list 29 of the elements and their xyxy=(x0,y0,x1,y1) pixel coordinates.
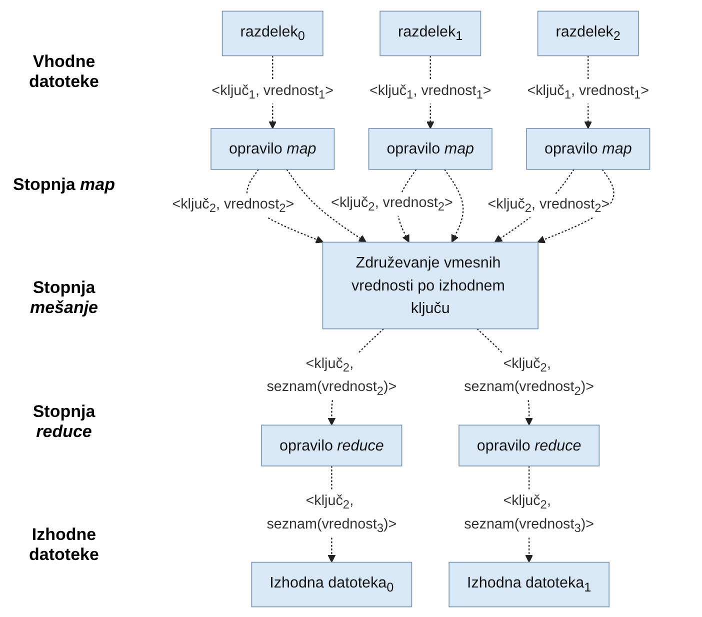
stage-label: Stopnja map xyxy=(12,175,116,196)
edge-label: <ključ$_{2}$, seznam(vrednost$_{2}$)> xyxy=(266,356,397,398)
node-box: Združevanje vmesnih vrednosti po izhodnem ključu xyxy=(322,241,538,329)
edge-label: <ključ$_{1}$, vrednost$_{1}$> xyxy=(369,82,492,101)
node-box: razdelek$_{2}$ xyxy=(537,10,639,56)
node-box: opravilo reduce xyxy=(458,424,600,466)
node-box: opravilo map xyxy=(210,128,335,170)
node-box: opravilo map xyxy=(368,128,492,170)
edge-label: <ključ$_{2}$, seznam(vrednost$_{2}$)> xyxy=(464,356,594,398)
arrow xyxy=(537,168,614,243)
arrow xyxy=(444,168,464,242)
node-box: opravilo reduce xyxy=(261,424,402,466)
edge-label: <ključ$_{2}$, seznam(vrednost$_{3}$)> xyxy=(464,492,594,534)
stage-label: Vhodne datoteke xyxy=(28,52,100,92)
stage-label: Izhodne datoteke xyxy=(28,525,100,566)
edge-label: <ključ$_{2}$, vrednost$_{2}$> xyxy=(488,196,610,214)
edge-label: <ključ$_{2}$, vrednost$_{2}$> xyxy=(172,196,294,214)
stage-label: Stopnja mešanje xyxy=(28,278,100,318)
edge-label: <ključ$_{1}$, vrednost$_{1}$> xyxy=(212,82,334,101)
edge-label: <ključ$_{2}$, vrednost$_{2}$> xyxy=(331,194,453,213)
node-box: Izhodna datoteka$_{1}$ xyxy=(448,561,610,607)
stage-label: Stopnja reduce xyxy=(32,402,96,442)
node-box: razdelek$_{0}$ xyxy=(222,10,324,56)
edge-label: <ključ$_{2}$, seznam(vrednost$_{3}$)> xyxy=(266,492,397,534)
edge-label: <ključ$_{1}$, vrednost$_{1}$> xyxy=(527,82,650,101)
node-box: Izhodna datoteka$_{0}$ xyxy=(251,561,412,607)
arrow xyxy=(286,168,366,242)
node-box: opravilo map xyxy=(526,128,650,170)
node-box: razdelek$_{1}$ xyxy=(380,10,482,56)
